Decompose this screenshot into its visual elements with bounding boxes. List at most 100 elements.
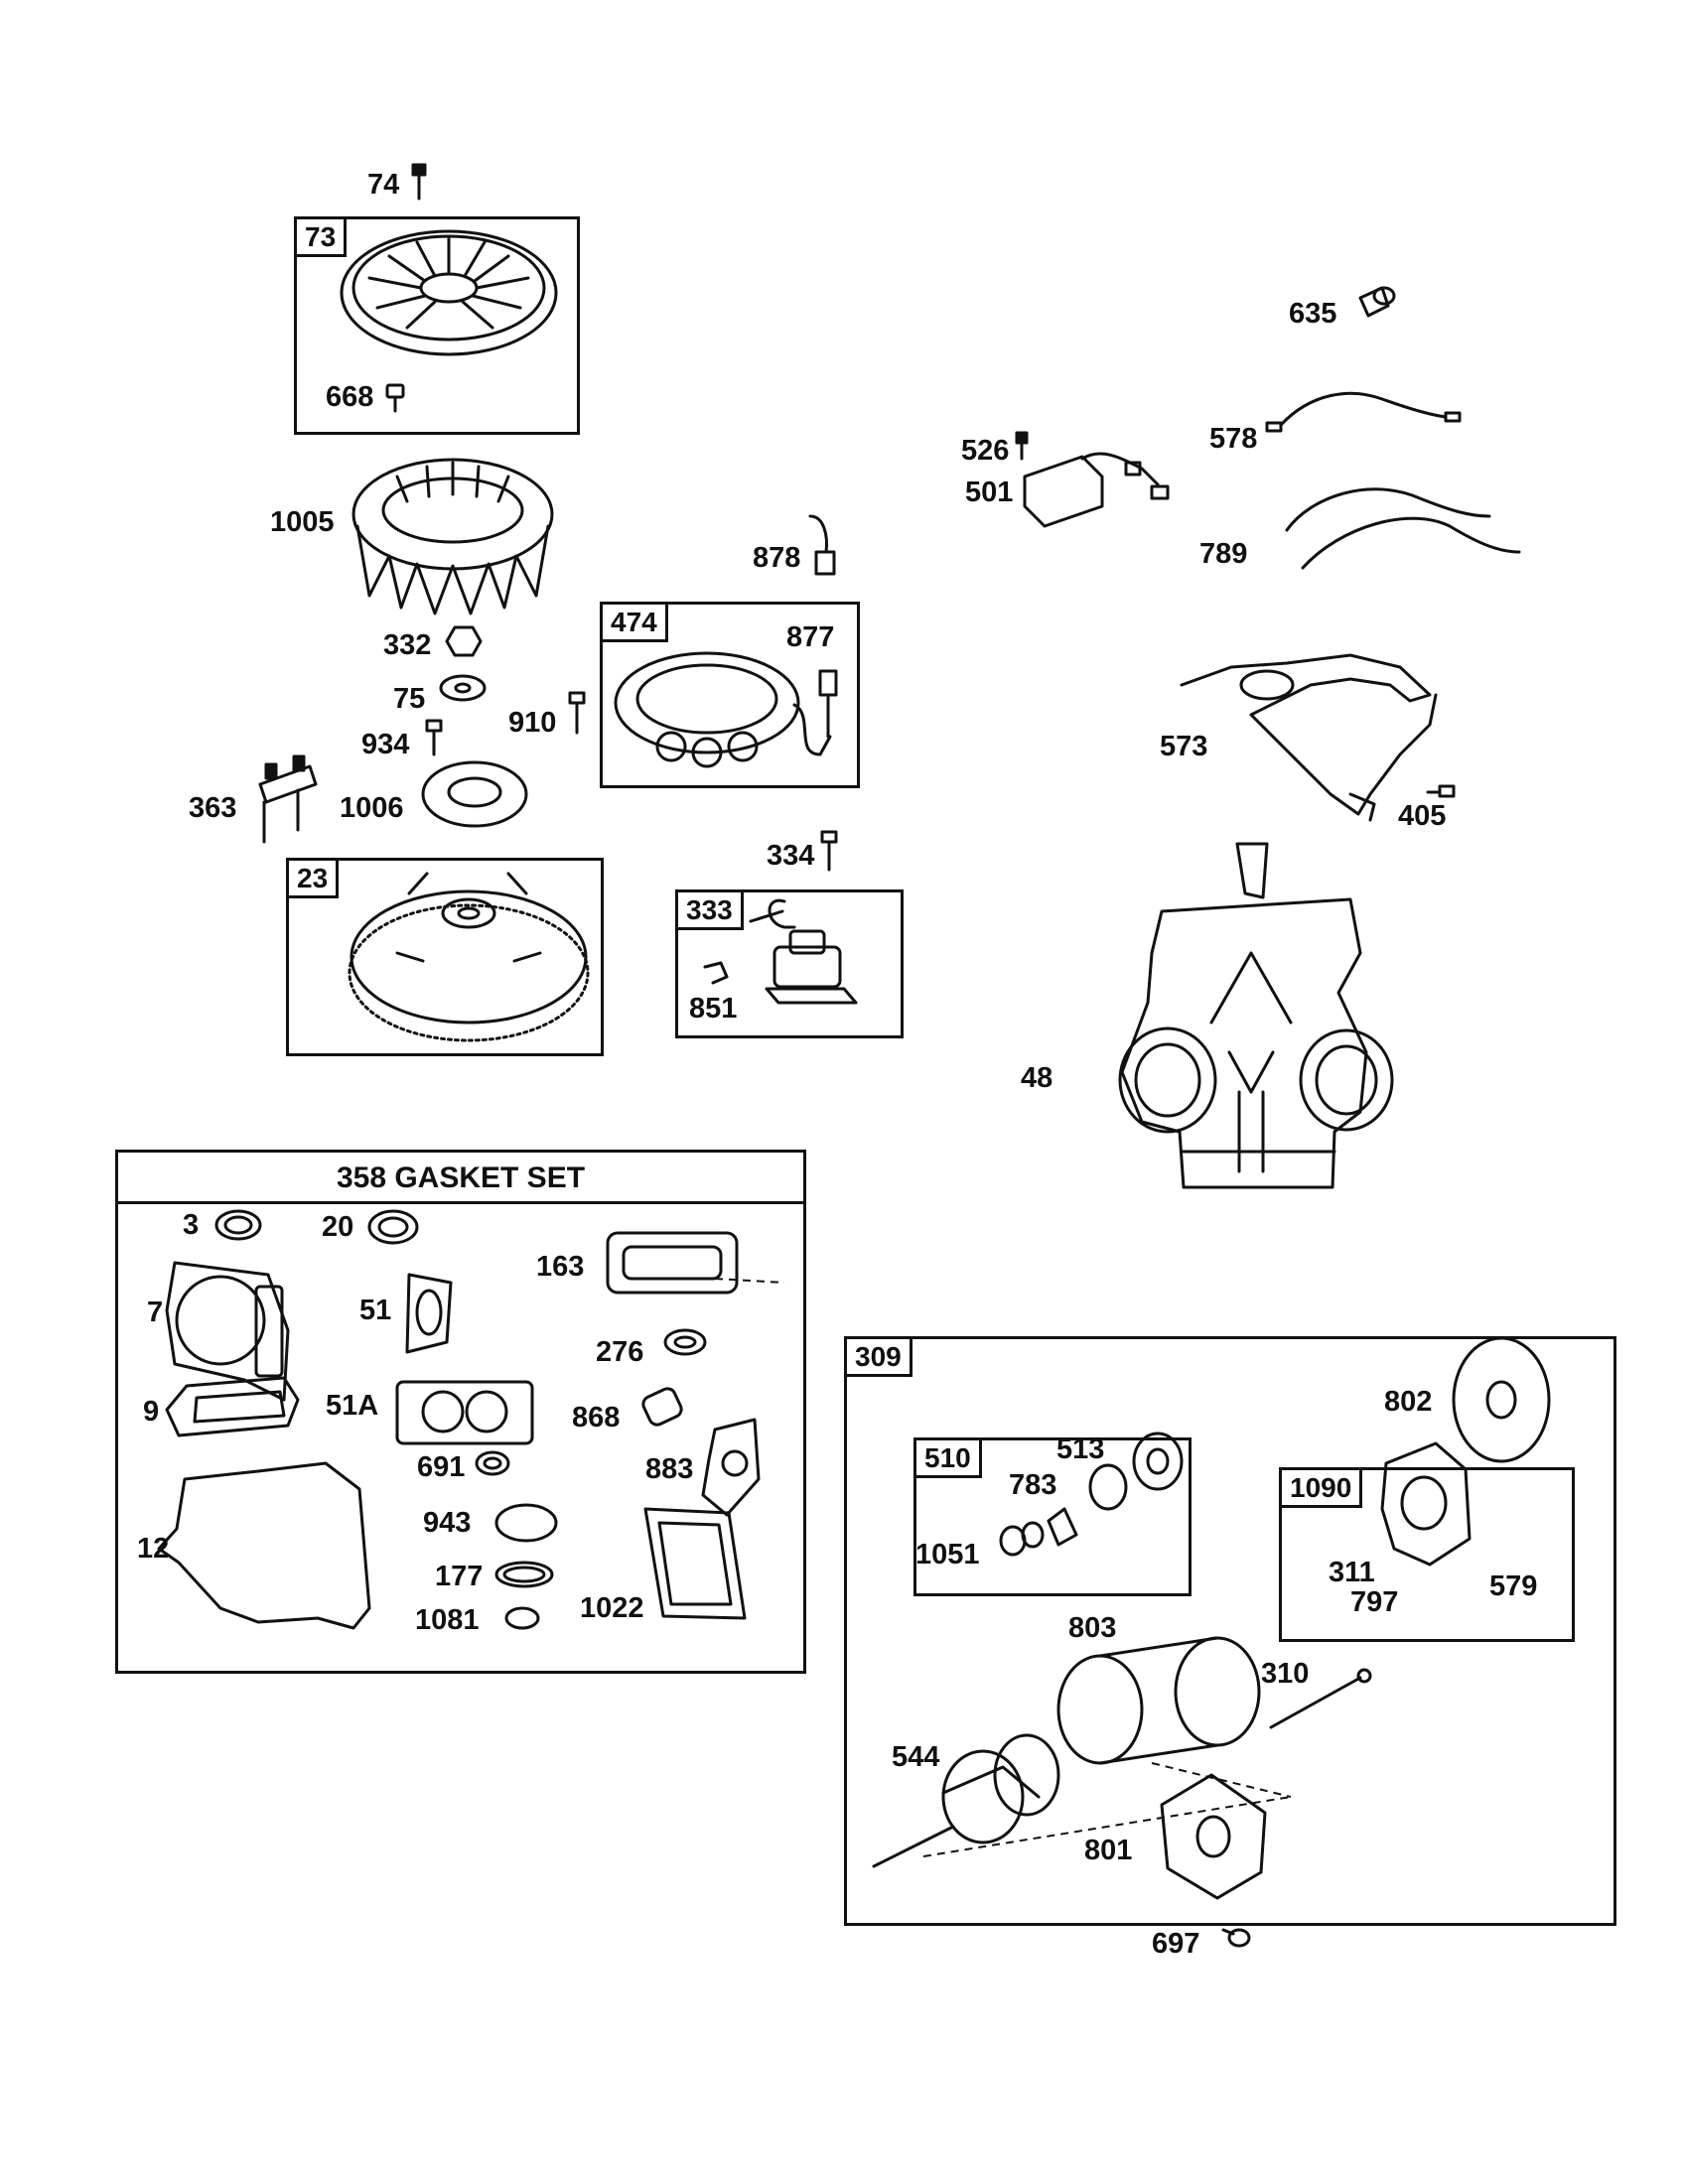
label-276: 276	[596, 1336, 644, 1368]
label-789: 789	[1199, 538, 1248, 570]
o-ring-1081	[504, 1606, 540, 1630]
fan-1005	[351, 458, 554, 615]
seal-691	[475, 1450, 510, 1476]
seal-868	[641, 1387, 683, 1427]
box-358-gasket-set: 358 GASKET SET	[115, 1150, 806, 1674]
label-877: 877	[786, 621, 835, 653]
label-801: 801	[1084, 1835, 1133, 1866]
armature-333	[749, 898, 858, 1005]
label-1022: 1022	[580, 1592, 644, 1624]
box-tag-333: 333	[678, 892, 744, 930]
box-tag-474: 474	[603, 605, 668, 642]
label-1006: 1006	[340, 792, 404, 824]
label-51: 51	[359, 1295, 392, 1326]
label-1081: 1081	[415, 1604, 480, 1636]
label-334: 334	[767, 840, 815, 872]
label-75: 75	[393, 683, 426, 715]
seal-276	[663, 1328, 707, 1356]
box-333: 333	[675, 889, 904, 1038]
label-310: 310	[1261, 1658, 1310, 1690]
alternator-474	[614, 651, 838, 768]
label-797: 797	[1350, 1586, 1399, 1618]
box-tag-309: 309	[847, 1339, 912, 1377]
seal-3	[214, 1209, 262, 1241]
box-23: 23	[286, 858, 604, 1056]
label-868: 868	[572, 1402, 621, 1433]
crankcase-48	[1118, 842, 1394, 1189]
washer-75	[439, 674, 487, 702]
label-311: 311	[1329, 1557, 1375, 1588]
label-635: 635	[1289, 298, 1337, 330]
label-163: 163	[536, 1251, 585, 1283]
bracket-363	[258, 754, 318, 844]
label-578: 578	[1209, 423, 1258, 455]
label-48: 48	[1021, 1062, 1053, 1094]
label-177: 177	[435, 1561, 484, 1592]
flywheel-23	[348, 872, 590, 1042]
wire-578	[1265, 391, 1462, 433]
screw-526	[1015, 431, 1029, 461]
seal-177	[494, 1561, 554, 1588]
ring-1006	[421, 760, 528, 828]
label-332: 332	[383, 629, 432, 661]
box-tag-510: 510	[916, 1440, 982, 1478]
gasket-163	[606, 1231, 739, 1295]
end-cap-801	[1160, 1773, 1267, 1900]
screw-405	[1426, 784, 1456, 798]
label-579: 579	[1489, 1570, 1538, 1602]
o-ring-943	[494, 1503, 558, 1543]
label-513: 513	[1056, 1433, 1105, 1465]
label-20: 20	[322, 1211, 354, 1243]
connector-878	[808, 514, 836, 576]
box-510: 510	[913, 1437, 1192, 1596]
gasket-1022	[643, 1507, 747, 1620]
label-501: 501	[965, 477, 1014, 508]
bolt-910	[568, 691, 586, 735]
gasket-51	[405, 1273, 453, 1354]
label-1005: 1005	[270, 506, 335, 538]
label-526: 526	[961, 435, 1010, 467]
label-1051: 1051	[915, 1539, 980, 1570]
label-573: 573	[1160, 731, 1208, 762]
box-474: 474	[600, 602, 860, 788]
bolt-310	[1269, 1668, 1372, 1729]
label-74: 74	[367, 169, 400, 201]
screw-697	[1221, 1928, 1251, 1948]
label-363: 363	[189, 792, 237, 824]
label-3: 3	[183, 1209, 200, 1241]
label-7: 7	[147, 1297, 164, 1328]
label-803: 803	[1068, 1612, 1117, 1644]
label-783: 783	[1009, 1469, 1057, 1501]
box-tag-23: 23	[289, 861, 340, 898]
label-883: 883	[645, 1453, 694, 1485]
gasket-set-title: 358 GASKET SET	[118, 1153, 803, 1204]
gasket-883	[701, 1418, 761, 1517]
label-51A: 51A	[326, 1390, 379, 1422]
rectifier-501	[1023, 452, 1170, 528]
label-405: 405	[1398, 800, 1447, 832]
bolt-934	[425, 719, 443, 756]
baffle-573	[1180, 653, 1438, 822]
label-9: 9	[143, 1396, 160, 1428]
armature-544	[872, 1733, 1060, 1868]
label-691: 691	[417, 1451, 466, 1483]
gasket-51A	[395, 1380, 534, 1445]
clip-851	[703, 961, 729, 985]
gasket-9	[165, 1376, 300, 1437]
wires-789	[1285, 487, 1521, 570]
screw-668	[385, 383, 405, 413]
box-tag-73: 73	[297, 219, 348, 257]
frame-803	[1056, 1636, 1261, 1765]
box-tag-1090: 1090	[1282, 1470, 1363, 1508]
spark-plug-cap-635	[1358, 286, 1396, 318]
label-934: 934	[361, 729, 410, 760]
seal-20	[367, 1209, 419, 1245]
head-gasket-7	[165, 1261, 290, 1402]
bolt-334	[820, 830, 838, 872]
crankcase-gasket-12	[157, 1461, 371, 1630]
nut-332	[445, 625, 483, 657]
label-943: 943	[423, 1507, 472, 1539]
label-697: 697	[1152, 1928, 1200, 1960]
label-910: 910	[508, 707, 557, 739]
